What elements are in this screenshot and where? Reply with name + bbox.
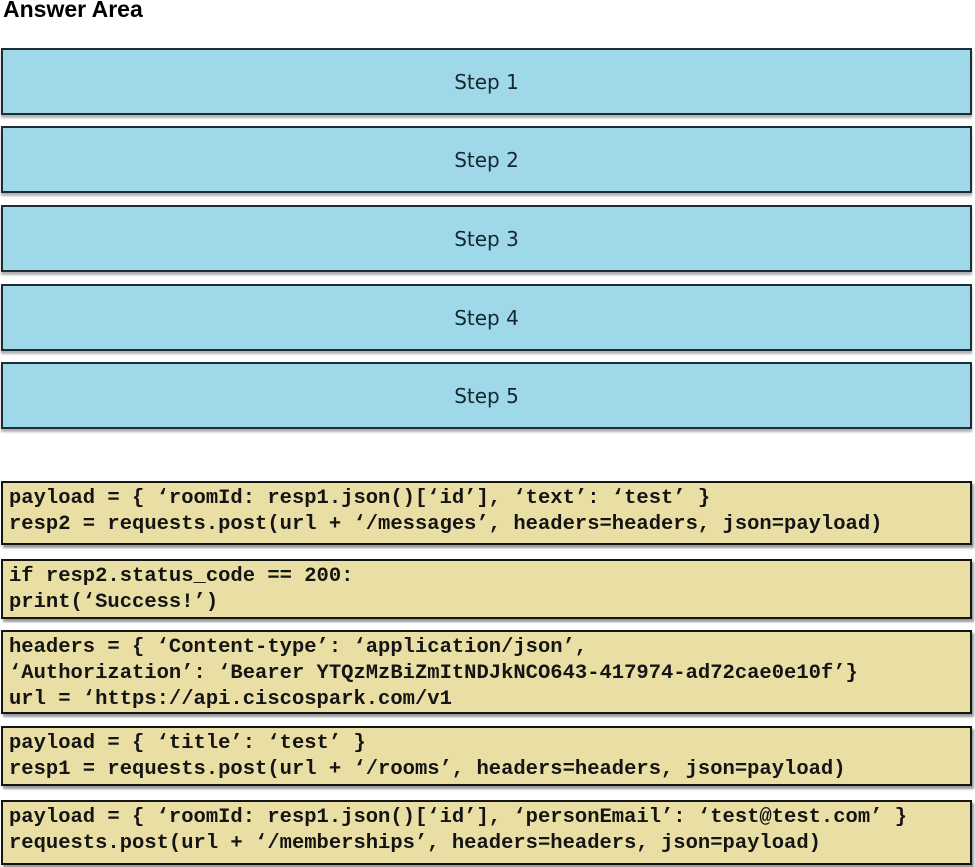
step-slot-label: Step 5 [454, 383, 519, 408]
code-line: requests.post(url + ‘/memberships’, head… [9, 832, 821, 855]
code-option-add-membership[interactable]: payload = { ‘roomId: resp1.json()[‘id’],… [1, 800, 972, 865]
code-line: ‘Authorization’: ‘Bearer YTQzMzBiZmItNDJ… [9, 662, 858, 685]
step-slot-label: Step 1 [454, 69, 519, 94]
code-line: if resp2.status_code == 200: [9, 565, 354, 588]
step-drop-slot-5[interactable]: Step 5 [1, 362, 972, 429]
code-line: resp1 = requests.post(url + ‘/rooms’, he… [9, 758, 846, 781]
step-drop-slot-4[interactable]: Step 4 [1, 284, 972, 351]
code-line: resp2 = requests.post(url + ‘/messages’,… [9, 513, 883, 536]
code-option-headers-url[interactable]: headers = { ‘Content-type’: ‘application… [1, 630, 972, 714]
code-line: payload = { ‘title’: ‘test’ } [9, 732, 366, 755]
code-option-post-message[interactable]: payload = { ‘roomId: resp1.json()[‘id’],… [1, 481, 972, 545]
page-title: Answer Area [3, 0, 143, 22]
code-option-create-room[interactable]: payload = { ‘title’: ‘test’ } resp1 = re… [1, 726, 972, 786]
step-slot-label: Step 4 [454, 305, 519, 330]
step-drop-slot-2[interactable]: Step 2 [1, 126, 972, 193]
code-line: headers = { ‘Content-type’: ‘application… [9, 636, 588, 659]
code-line: payload = { ‘roomId: resp1.json()[‘id’],… [9, 806, 908, 829]
step-drop-slot-1[interactable]: Step 1 [1, 48, 972, 115]
code-line: url = ‘https://api.ciscospark.com/v1 [9, 688, 452, 711]
code-line: payload = { ‘roomId: resp1.json()[‘id’],… [9, 487, 711, 510]
step-slot-label: Step 2 [454, 147, 519, 172]
step-slot-label: Step 3 [454, 226, 519, 251]
code-option-status-check[interactable]: if resp2.status_code == 200: print(‘Succ… [1, 559, 972, 619]
code-line: print(‘Success!’) [9, 591, 219, 614]
step-drop-slot-3[interactable]: Step 3 [1, 205, 972, 272]
